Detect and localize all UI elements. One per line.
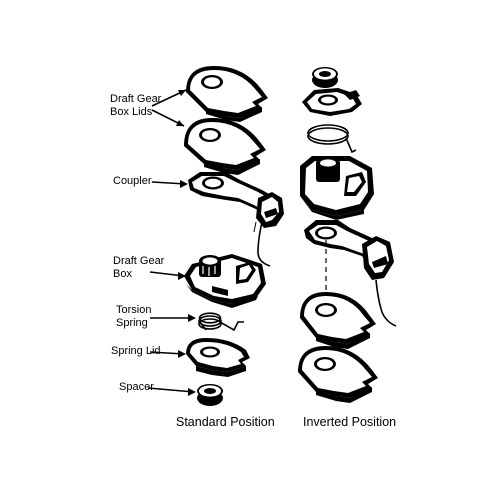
draft-gear-box-inverted <box>300 156 374 220</box>
torsion-spring-inverted <box>307 124 357 154</box>
draft-gear-box-lid-inverted-upper <box>300 292 376 349</box>
label-torsion-spring-line2: Spring <box>116 317 148 329</box>
draft-gear-box-lid-inverted-lower <box>298 346 378 403</box>
label-spring-lid: Spring Lid <box>111 345 161 357</box>
label-draft-gear-box-lids-line1: Draft Gear <box>110 93 162 105</box>
torsion-spring-standard <box>198 312 244 332</box>
draft-gear-box-lid-lower <box>184 118 266 175</box>
caption-standard-position: Standard Position <box>176 415 275 429</box>
label-draft-gear-box-line1: Draft Gear <box>113 255 165 267</box>
label-arrows <box>147 89 196 396</box>
draft-gear-box-lid-upper <box>186 66 268 122</box>
label-draft-gear-box-line2: Box <box>113 268 132 280</box>
coupler-standard <box>188 172 284 267</box>
label-draft-gear-box-lids-line2: Box Lids <box>110 106 153 118</box>
coupler-inverted <box>304 220 397 327</box>
spacer-inverted <box>312 67 338 88</box>
label-spacer: Spacer <box>119 381 154 393</box>
spacer-standard <box>197 384 223 406</box>
draft-gear-box-standard <box>184 254 266 308</box>
label-torsion-spring-line1: Torsion <box>116 304 151 316</box>
spring-lid-standard <box>186 338 250 377</box>
spring-lid-inverted <box>302 88 362 116</box>
caption-inverted-position: Inverted Position <box>303 415 396 429</box>
label-coupler: Coupler <box>113 175 152 187</box>
